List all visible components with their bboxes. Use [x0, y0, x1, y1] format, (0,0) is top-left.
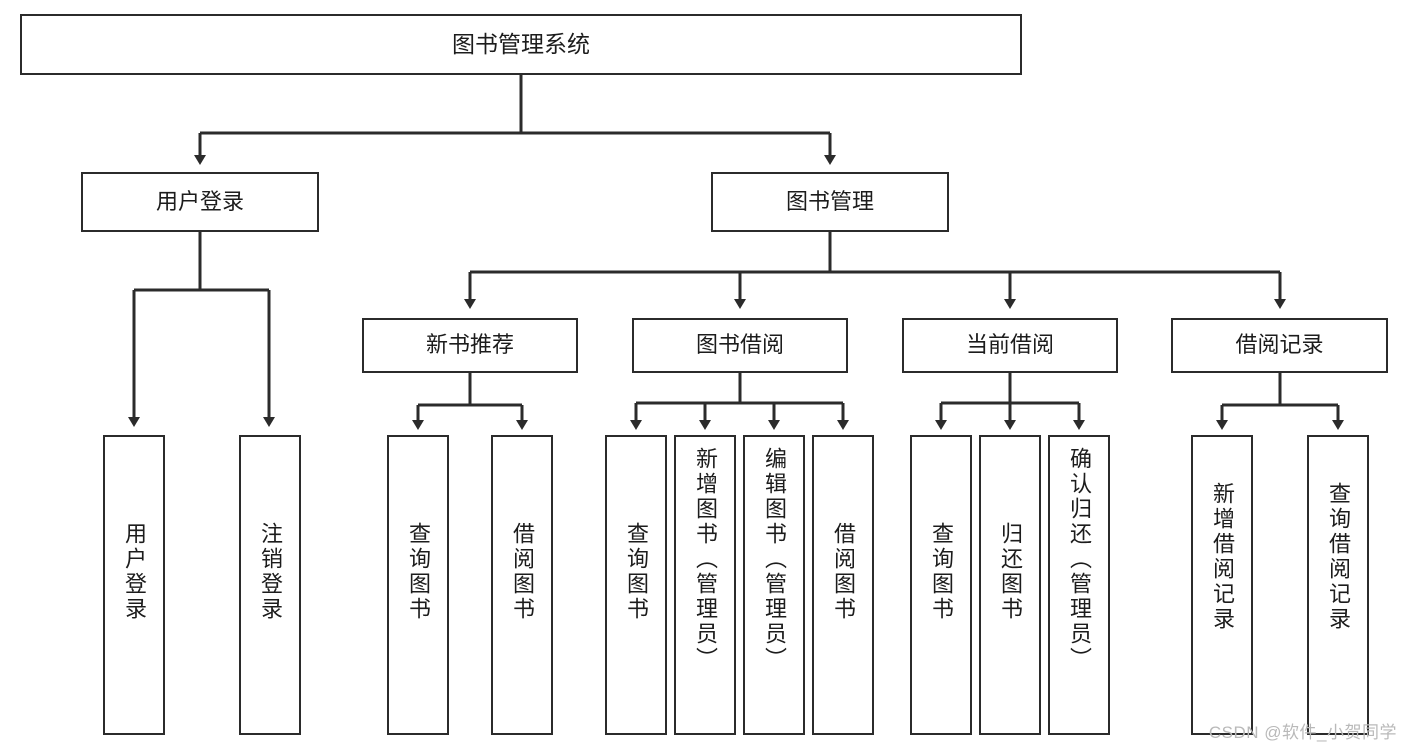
leaf-return-book[interactable]: 归还图书: [979, 435, 1041, 735]
leaf-confirm-return-label: 确认归还（管理员）: [1067, 447, 1092, 672]
leaf-logout[interactable]: 注销登录: [239, 435, 301, 735]
node-book-manage-label: 图书管理: [785, 188, 874, 214]
node-book-borrow[interactable]: 图书借阅: [632, 318, 848, 373]
node-root-label: 图书管理系统: [452, 30, 590, 57]
leaf-borrow-book-1-label: 借阅图书: [510, 522, 535, 622]
leaf-query-book-1[interactable]: 查询图书: [387, 435, 449, 735]
node-borrow-record-label: 借阅记录: [1235, 332, 1324, 358]
leaf-add-record-label: 新增借阅记录: [1210, 482, 1235, 632]
node-new-book-rec-label: 新书推荐: [425, 332, 514, 358]
leaf-borrow-book-2[interactable]: 借阅图书: [812, 435, 874, 735]
node-new-book-rec[interactable]: 新书推荐: [362, 318, 578, 373]
node-user-login-label: 用户登录: [155, 188, 244, 214]
leaf-add-book[interactable]: 新增图书（管理员）: [674, 435, 736, 735]
leaf-confirm-return[interactable]: 确认归还（管理员）: [1048, 435, 1110, 735]
leaf-logout-label: 注销登录: [258, 522, 283, 622]
leaf-add-record[interactable]: 新增借阅记录: [1191, 435, 1253, 735]
leaf-edit-book[interactable]: 编辑图书（管理员）: [743, 435, 805, 735]
node-book-borrow-label: 图书借阅: [695, 332, 784, 358]
node-borrow-record[interactable]: 借阅记录: [1171, 318, 1388, 373]
leaf-query-book-3[interactable]: 查询图书: [910, 435, 972, 735]
node-current-borrow-label: 当前借阅: [965, 332, 1054, 358]
leaf-borrow-book-2-label: 借阅图书: [831, 522, 856, 622]
csdn-watermark: CSDN @软件_小贺同学: [1208, 723, 1397, 742]
leaf-query-book-1-label: 查询图书: [406, 522, 431, 622]
node-user-login[interactable]: 用户登录: [81, 172, 319, 232]
leaf-query-record-label: 查询借阅记录: [1326, 482, 1351, 632]
node-book-manage[interactable]: 图书管理: [711, 172, 949, 232]
node-current-borrow[interactable]: 当前借阅: [902, 318, 1118, 373]
leaf-query-book-3-label: 查询图书: [929, 522, 954, 622]
leaf-user-login-label: 用户登录: [122, 522, 147, 622]
node-root[interactable]: 图书管理系统: [20, 14, 1022, 75]
leaf-edit-book-label: 编辑图书（管理员）: [762, 447, 787, 672]
leaf-borrow-book-1[interactable]: 借阅图书: [491, 435, 553, 735]
leaf-query-record[interactable]: 查询借阅记录: [1307, 435, 1369, 735]
leaf-add-book-label: 新增图书（管理员）: [693, 447, 718, 672]
leaf-query-book-2[interactable]: 查询图书: [605, 435, 667, 735]
leaf-user-login[interactable]: 用户登录: [103, 435, 165, 735]
leaf-return-book-label: 归还图书: [998, 522, 1023, 622]
leaf-query-book-2-label: 查询图书: [624, 522, 649, 622]
